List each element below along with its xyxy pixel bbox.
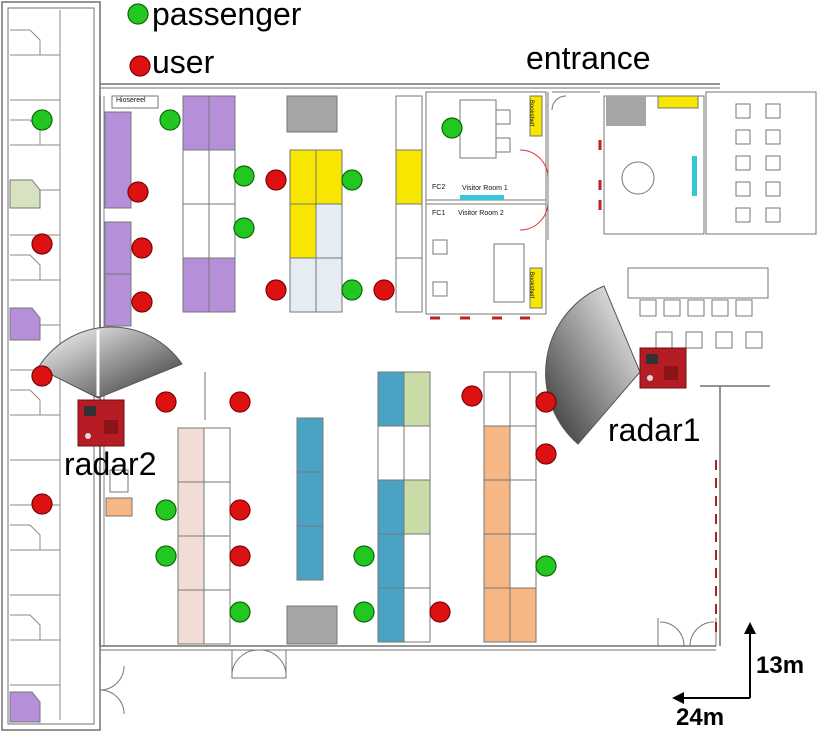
small-device-box [109,469,129,493]
bookshelf-top [529,95,543,137]
scale-arrows [672,622,756,704]
outer-walls [1,1,770,731]
desk-block-teal-single [286,417,338,645]
passenger-marker [233,165,255,187]
radar1-coverage [545,285,641,445]
fc2-label: FC2 [432,184,446,191]
passenger-marker [353,545,375,567]
left-room-purple-2 [9,691,41,723]
scale-horizontal-label: 24m [676,704,725,731]
meeting-cyan-bar [692,156,697,196]
hiosereel-label: Hiosereel [116,97,146,104]
bookshelf-bottom [529,267,543,309]
entrance-label: entrance [526,40,651,76]
left-room-sage [9,179,41,209]
desk-block-orange [483,371,537,643]
user-marker [265,169,287,191]
user-marker [155,391,177,413]
user-marker [461,385,483,407]
left-room-purple-1 [9,307,41,341]
visitor-room-2-label: Visitor Room 2 [458,210,504,217]
user-marker [31,365,53,387]
conference-chairs [735,103,781,223]
desk-left-2 [104,221,132,275]
user-marker [429,601,451,623]
user-marker [31,493,53,515]
radar2-coverage [37,326,183,399]
passenger-marker [127,3,149,25]
user-marker [373,279,395,301]
bookshelf-bottom-label: Bookshelf [528,271,535,299]
radar2-device [77,399,125,447]
desk-block-pink [177,427,231,645]
passenger-marker [535,555,557,577]
bookshelf-top-label: Bookshelf [528,99,535,127]
user-marker [129,55,151,77]
passenger-marker [155,499,177,521]
fc1-label: FC1 [432,210,446,217]
user-marker [229,391,251,413]
user-marker [31,233,53,255]
hiosereel-sign [111,95,159,109]
desk-left-3 [104,273,132,327]
user-marker [535,443,557,465]
desk-block-3 [395,95,423,313]
meeting-room [547,91,817,240]
user-marker [229,545,251,567]
desk-block-teal-sage [377,371,431,643]
desk-left-1 [104,111,132,209]
entrance-gray [606,96,646,126]
visitor-room-1-label: Visitor Room 1 [462,185,508,192]
person-markers [31,3,557,623]
small-orange-box [105,497,133,517]
meeting-yellow-bar [657,95,699,109]
desk-block-2 [286,95,343,313]
legend-user-label: user [152,44,215,80]
radar1-label: radar1 [608,412,701,448]
passenger-marker [159,109,181,131]
passenger-marker [341,279,363,301]
passenger-marker [233,217,255,239]
passenger-marker [155,545,177,567]
legend-passenger-label: passenger [152,0,302,32]
radar1-device [639,347,687,389]
desk-block-1 [182,95,236,313]
passenger-marker [31,109,53,131]
user-marker [229,499,251,521]
passenger-marker [229,601,251,623]
user-marker [131,291,153,313]
user-marker [265,279,287,301]
radar2-label: radar2 [64,446,157,482]
scale-vertical-label: 13m [756,652,805,679]
passenger-marker [341,169,363,191]
user-marker [131,237,153,259]
visitor-room-1-bar [460,195,504,200]
passenger-marker [353,601,375,623]
user-marker [535,391,557,413]
passenger-marker [441,117,463,139]
lounge [627,267,769,349]
user-marker [127,181,149,203]
